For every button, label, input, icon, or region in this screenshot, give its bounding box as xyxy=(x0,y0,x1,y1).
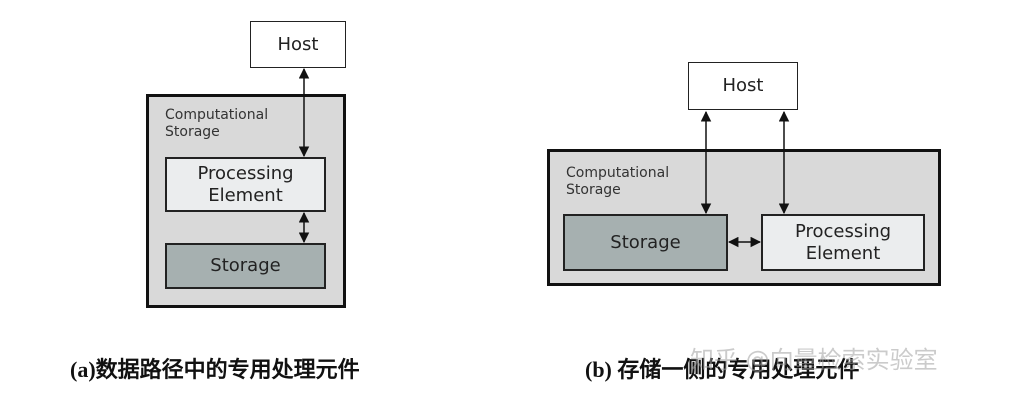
a-host-label: Host xyxy=(277,33,319,55)
a-host-box: Host xyxy=(250,21,346,68)
b-storage-label: Storage xyxy=(610,231,681,253)
a-computational-storage-label: Computational Storage xyxy=(165,107,269,140)
a-processing-element-box: Processing Element xyxy=(165,157,326,212)
b-computational-storage-label: Computational Storage xyxy=(566,165,670,198)
b-host-box: Host xyxy=(688,62,798,110)
b-host-label: Host xyxy=(722,75,764,96)
a-processing-element-label-2: Element xyxy=(208,184,283,206)
b-processing-element-label-2: Element xyxy=(805,242,881,264)
a-storage-box: Storage xyxy=(165,243,326,289)
b-storage-box: Storage xyxy=(563,214,728,271)
a-processing-element-label-1: Processing xyxy=(197,162,294,184)
caption-b: (b) 存储一侧的专用处理元件 xyxy=(585,357,860,382)
a-storage-label: Storage xyxy=(210,255,281,276)
watermark: 知乎 @向量检索实验室 xyxy=(690,346,938,374)
b-processing-element-label-1: Processing xyxy=(794,220,892,242)
b-processing-element-box: Processing Element xyxy=(761,214,925,271)
caption-a: (a)数据路径中的专用处理元件 xyxy=(70,357,360,382)
